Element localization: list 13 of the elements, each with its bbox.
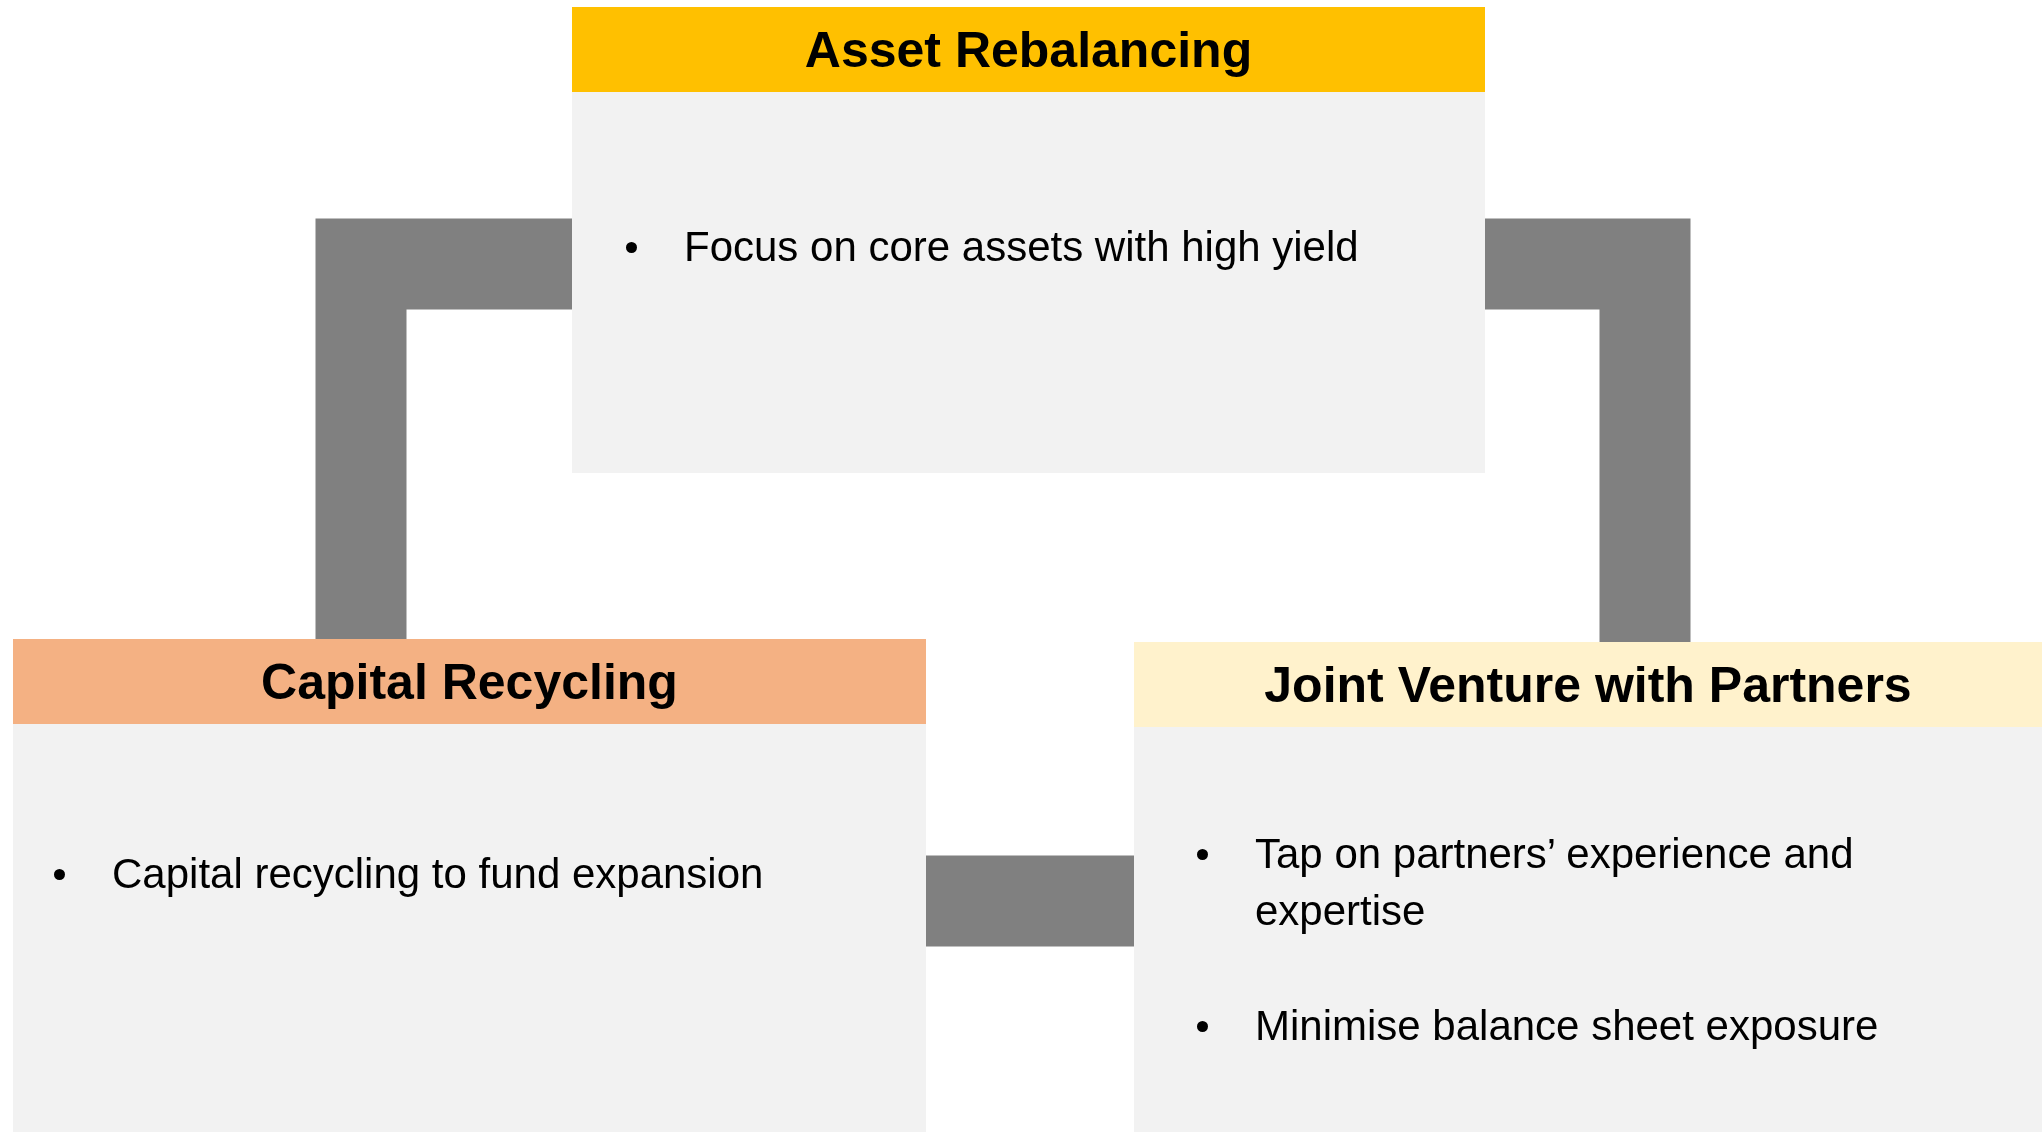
- bullet-text: Capital recycling to fund expansion: [112, 850, 764, 897]
- card-title: Joint Venture with Partners: [1264, 655, 1912, 714]
- bullet-text: Focus on core assets with high yield: [684, 223, 1359, 270]
- card-title: Asset Rebalancing: [804, 20, 1253, 79]
- bullet-text: Tap on partners’ experience and expertise: [1255, 830, 1854, 934]
- connector-bar: [1485, 218, 1691, 642]
- text-card: [13, 639, 926, 1132]
- text-card: [572, 7, 1485, 473]
- connector-bar: [315, 218, 572, 639]
- connector-bar: [926, 855, 1134, 947]
- card-title: Capital Recycling: [261, 652, 678, 711]
- bullet-text: Minimise balance sheet exposure: [1255, 1002, 1879, 1049]
- text-card: [1134, 642, 2042, 1132]
